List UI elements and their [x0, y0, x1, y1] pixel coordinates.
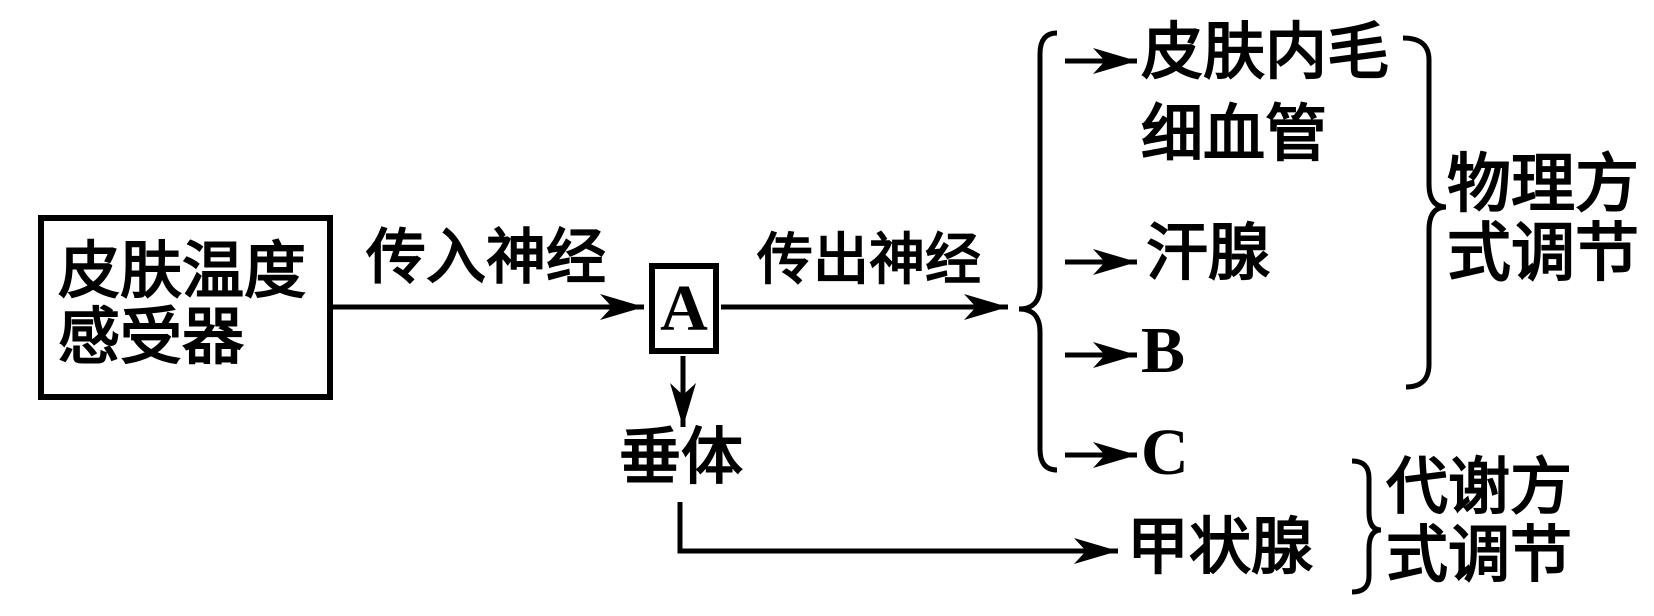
receptor-label-line1: 皮肤温度 — [58, 238, 307, 306]
capillary-label-line1: 皮肤内毛 — [1141, 19, 1390, 87]
effector-c-label: C — [1141, 416, 1189, 489]
physical-regulation-label: 物理方 式调节 — [1447, 150, 1639, 288]
receptor-label-line2: 感受器 — [58, 304, 245, 372]
metabolic-label-line2: 式调节 — [1386, 522, 1573, 590]
physical-group-brace — [1402, 35, 1447, 390]
metabolic-group-brace — [1351, 458, 1382, 595]
efferent-nerve-label: 传出神经 — [757, 230, 981, 292]
node-a-box: A — [649, 263, 719, 354]
effector-group-brace — [1018, 30, 1058, 473]
node-a-label: A — [660, 271, 708, 345]
physical-label-line1: 物理方 — [1447, 149, 1639, 220]
capillary-effector-label: 皮肤内毛 细血管 — [1141, 12, 1389, 176]
skin-temperature-receptor-box: 皮肤温度 感受器 — [38, 215, 333, 400]
metabolic-regulation-label: 代谢方 式调节 — [1386, 454, 1572, 590]
pituitary-label: 垂体 — [619, 424, 744, 492]
capillary-label-line2: 细血管 — [1141, 101, 1328, 169]
sweat-gland-effector-label: 汗腺 — [1146, 220, 1271, 288]
pituitary-to-thyroid-arrow — [677, 502, 1118, 564]
physical-label-line2: 式调节 — [1447, 218, 1639, 289]
afferent-nerve-label: 传入神经 — [366, 225, 606, 291]
thyroid-label: 甲状腺 — [1127, 514, 1314, 582]
effector-b-label: B — [1141, 314, 1186, 387]
metabolic-label-line1: 代谢方 — [1386, 454, 1573, 522]
